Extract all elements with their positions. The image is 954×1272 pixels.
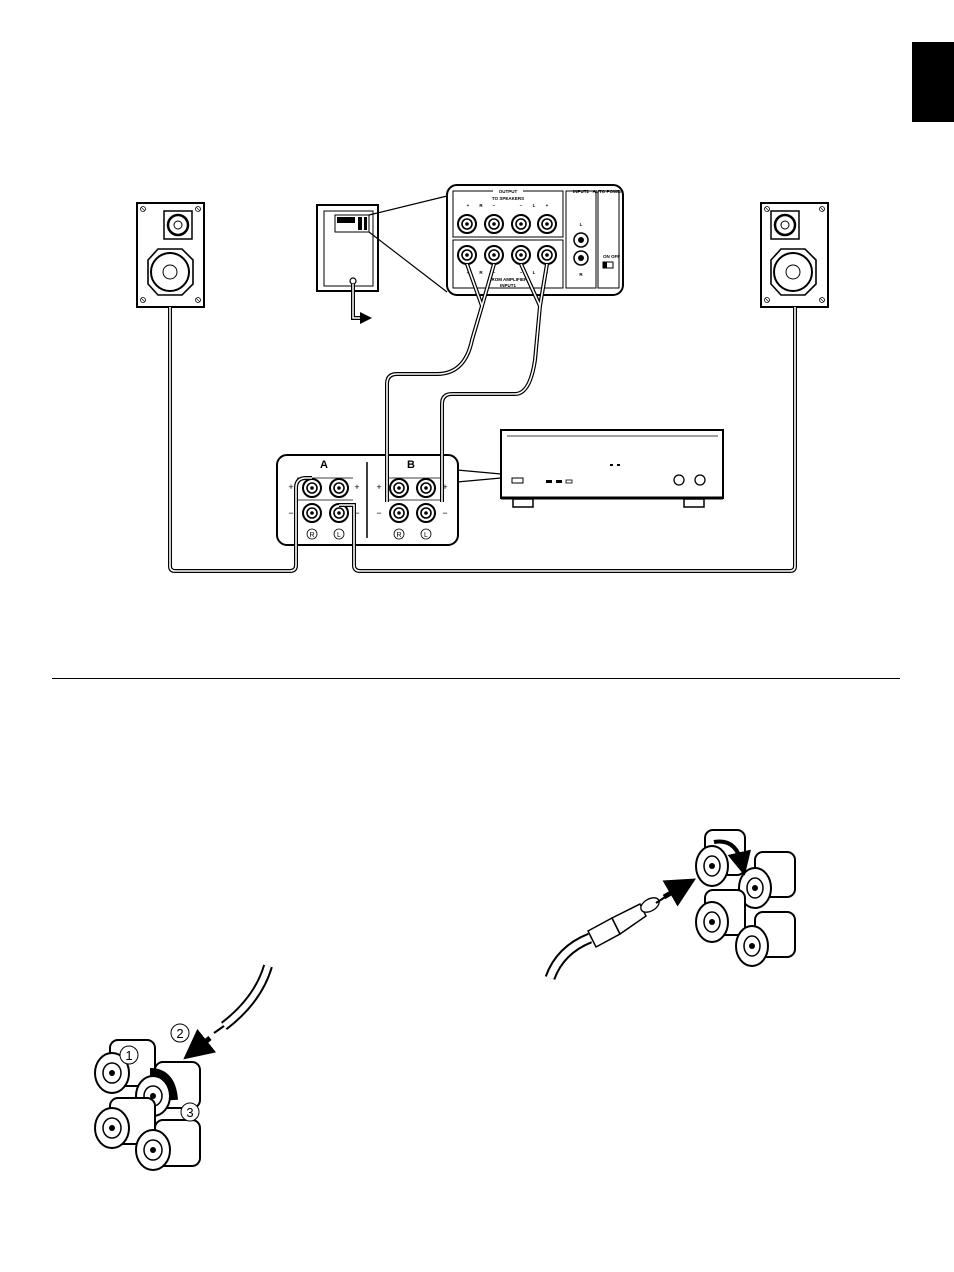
auto-power-heading: AUTO POWER bbox=[593, 189, 625, 194]
mark-bottom-r: R bbox=[479, 270, 483, 275]
step-2: 2 bbox=[176, 1026, 183, 1041]
mark-top-l: L bbox=[533, 203, 536, 208]
off-label: OFF bbox=[611, 254, 620, 259]
a-plus-left: + bbox=[288, 482, 293, 492]
mark-top-plus-r: + bbox=[467, 203, 470, 208]
section-divider bbox=[52, 678, 900, 679]
a-channel-r: R bbox=[309, 532, 314, 539]
mark-top-r: R bbox=[479, 203, 483, 208]
input-mark-r: R bbox=[579, 272, 583, 277]
input-jack-r-plus bbox=[457, 245, 477, 265]
page-tab-marker bbox=[912, 42, 954, 122]
output-jack-l-minus bbox=[511, 214, 531, 234]
b-minus-right: − bbox=[442, 508, 447, 518]
b-plus-right: + bbox=[442, 482, 447, 492]
b-plus-left: + bbox=[376, 482, 381, 492]
to-speakers-label: TO SPEAKERS bbox=[492, 196, 524, 201]
tighten-arrow-icon bbox=[713, 839, 751, 876]
b-channel-r: R bbox=[396, 532, 401, 539]
amplifier bbox=[456, 429, 724, 508]
on-label: ON bbox=[603, 254, 610, 259]
group-a-label: A bbox=[320, 459, 328, 471]
step-1: 1 bbox=[125, 1048, 132, 1063]
input-jack-l-minus bbox=[511, 245, 531, 265]
mark-top-plus-l: + bbox=[546, 203, 549, 208]
inputs-heading: INPUT2 bbox=[573, 189, 590, 194]
mark-bottom-minus-r: − bbox=[493, 270, 496, 275]
subwoofer-rear bbox=[316, 195, 448, 324]
banana-plug-illustration bbox=[544, 829, 796, 981]
step-3: 3 bbox=[186, 1105, 193, 1120]
a-minus-left: − bbox=[288, 508, 293, 518]
input-jack-l-plus bbox=[537, 245, 557, 265]
input-mark-l: L bbox=[580, 222, 583, 227]
output-jack-r-plus bbox=[457, 214, 477, 234]
amplifier-terminal-panel: A B + + − − + + − − R L R L bbox=[276, 454, 459, 546]
input1-label: INPUT1 bbox=[500, 283, 517, 288]
a-plus-right: + bbox=[354, 482, 359, 492]
a-minus-right: − bbox=[354, 508, 359, 518]
b-minus-left: − bbox=[376, 508, 381, 518]
output-jack-l-plus bbox=[537, 214, 557, 234]
left-speaker bbox=[136, 202, 205, 308]
output-jack-r-minus bbox=[484, 214, 504, 234]
a-channel-l: L bbox=[337, 532, 341, 539]
binding-posts-upper bbox=[695, 829, 796, 967]
mark-top-minus-r: − bbox=[493, 203, 496, 208]
speaker-cables bbox=[168, 263, 797, 573]
group-b-label: B bbox=[407, 459, 415, 471]
loosen-arrow-icon bbox=[149, 1068, 178, 1101]
right-speaker bbox=[760, 202, 829, 308]
b-channel-l: L bbox=[424, 532, 428, 539]
input-jack-r-minus bbox=[484, 245, 504, 265]
mark-bottom-l: L bbox=[533, 270, 536, 275]
mark-bottom-minus-l: − bbox=[520, 270, 523, 275]
bare-wire-illustration: 1 2 3 bbox=[94, 964, 273, 1171]
output-heading: OUTPUT bbox=[499, 189, 518, 194]
mark-top-minus-l: − bbox=[520, 203, 523, 208]
from-amplifier-label: FROM AMPLIFIER bbox=[489, 277, 528, 282]
